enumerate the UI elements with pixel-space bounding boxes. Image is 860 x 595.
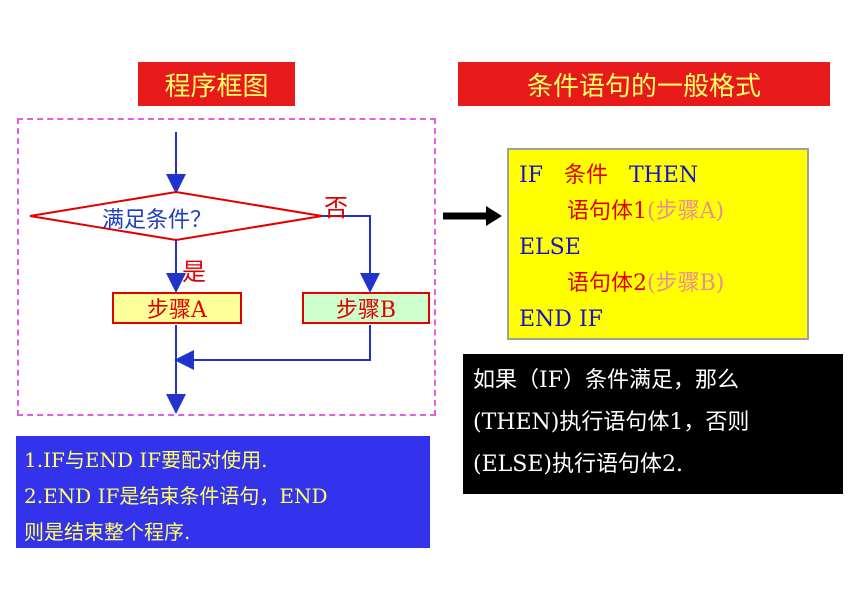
flowchart-frame xyxy=(17,118,436,416)
flowchart-title: 程序框图 xyxy=(138,62,295,106)
code-line-1: IF 条件 THEN xyxy=(519,163,699,188)
step-b-merge xyxy=(174,325,371,370)
explanation-line-3: (ELSE)执行语句体2. xyxy=(473,452,683,477)
explanation-box: 如果（IF）条件满足，那么 (THEN)执行语句体1，否则 (ELSE)执行语句… xyxy=(463,354,843,494)
note-line-1: 1.IF与END IF要配对使用. xyxy=(24,448,268,472)
step-a-box: 步骤A xyxy=(112,292,242,324)
syntax-title: 条件语句的一般格式 xyxy=(458,62,830,106)
code-line-2: 语句体1(步骤A) xyxy=(567,199,725,224)
right-arrow-head xyxy=(486,206,502,226)
usage-note-box: 1.IF与END IF要配对使用. 2.END IF是结束条件语句，END 则是… xyxy=(16,436,430,548)
step-b-box: 步骤B xyxy=(302,292,430,324)
explanation-line-1: 如果（IF）条件满足，那么 xyxy=(473,368,739,393)
code-line-5: END IF xyxy=(519,307,603,332)
code-line-3: ELSE xyxy=(519,235,581,260)
code-line-4: 语句体2(步骤B) xyxy=(567,271,725,296)
note-line-3: 则是结束整个程序. xyxy=(24,520,191,544)
no-arrow xyxy=(322,215,380,293)
condition-label: 满足条件？ xyxy=(102,208,213,233)
note-line-2: 2.END IF是结束条件语句，END xyxy=(24,484,328,508)
syntax-code-box: IF 条件 THEN 语句体1(步骤A) ELSE 语句体2(步骤B) END … xyxy=(507,148,809,340)
explanation-line-2: (THEN)执行语句体1，否则 xyxy=(473,410,750,435)
yes-label: 是 xyxy=(182,258,206,286)
no-label: 否 xyxy=(324,194,348,222)
